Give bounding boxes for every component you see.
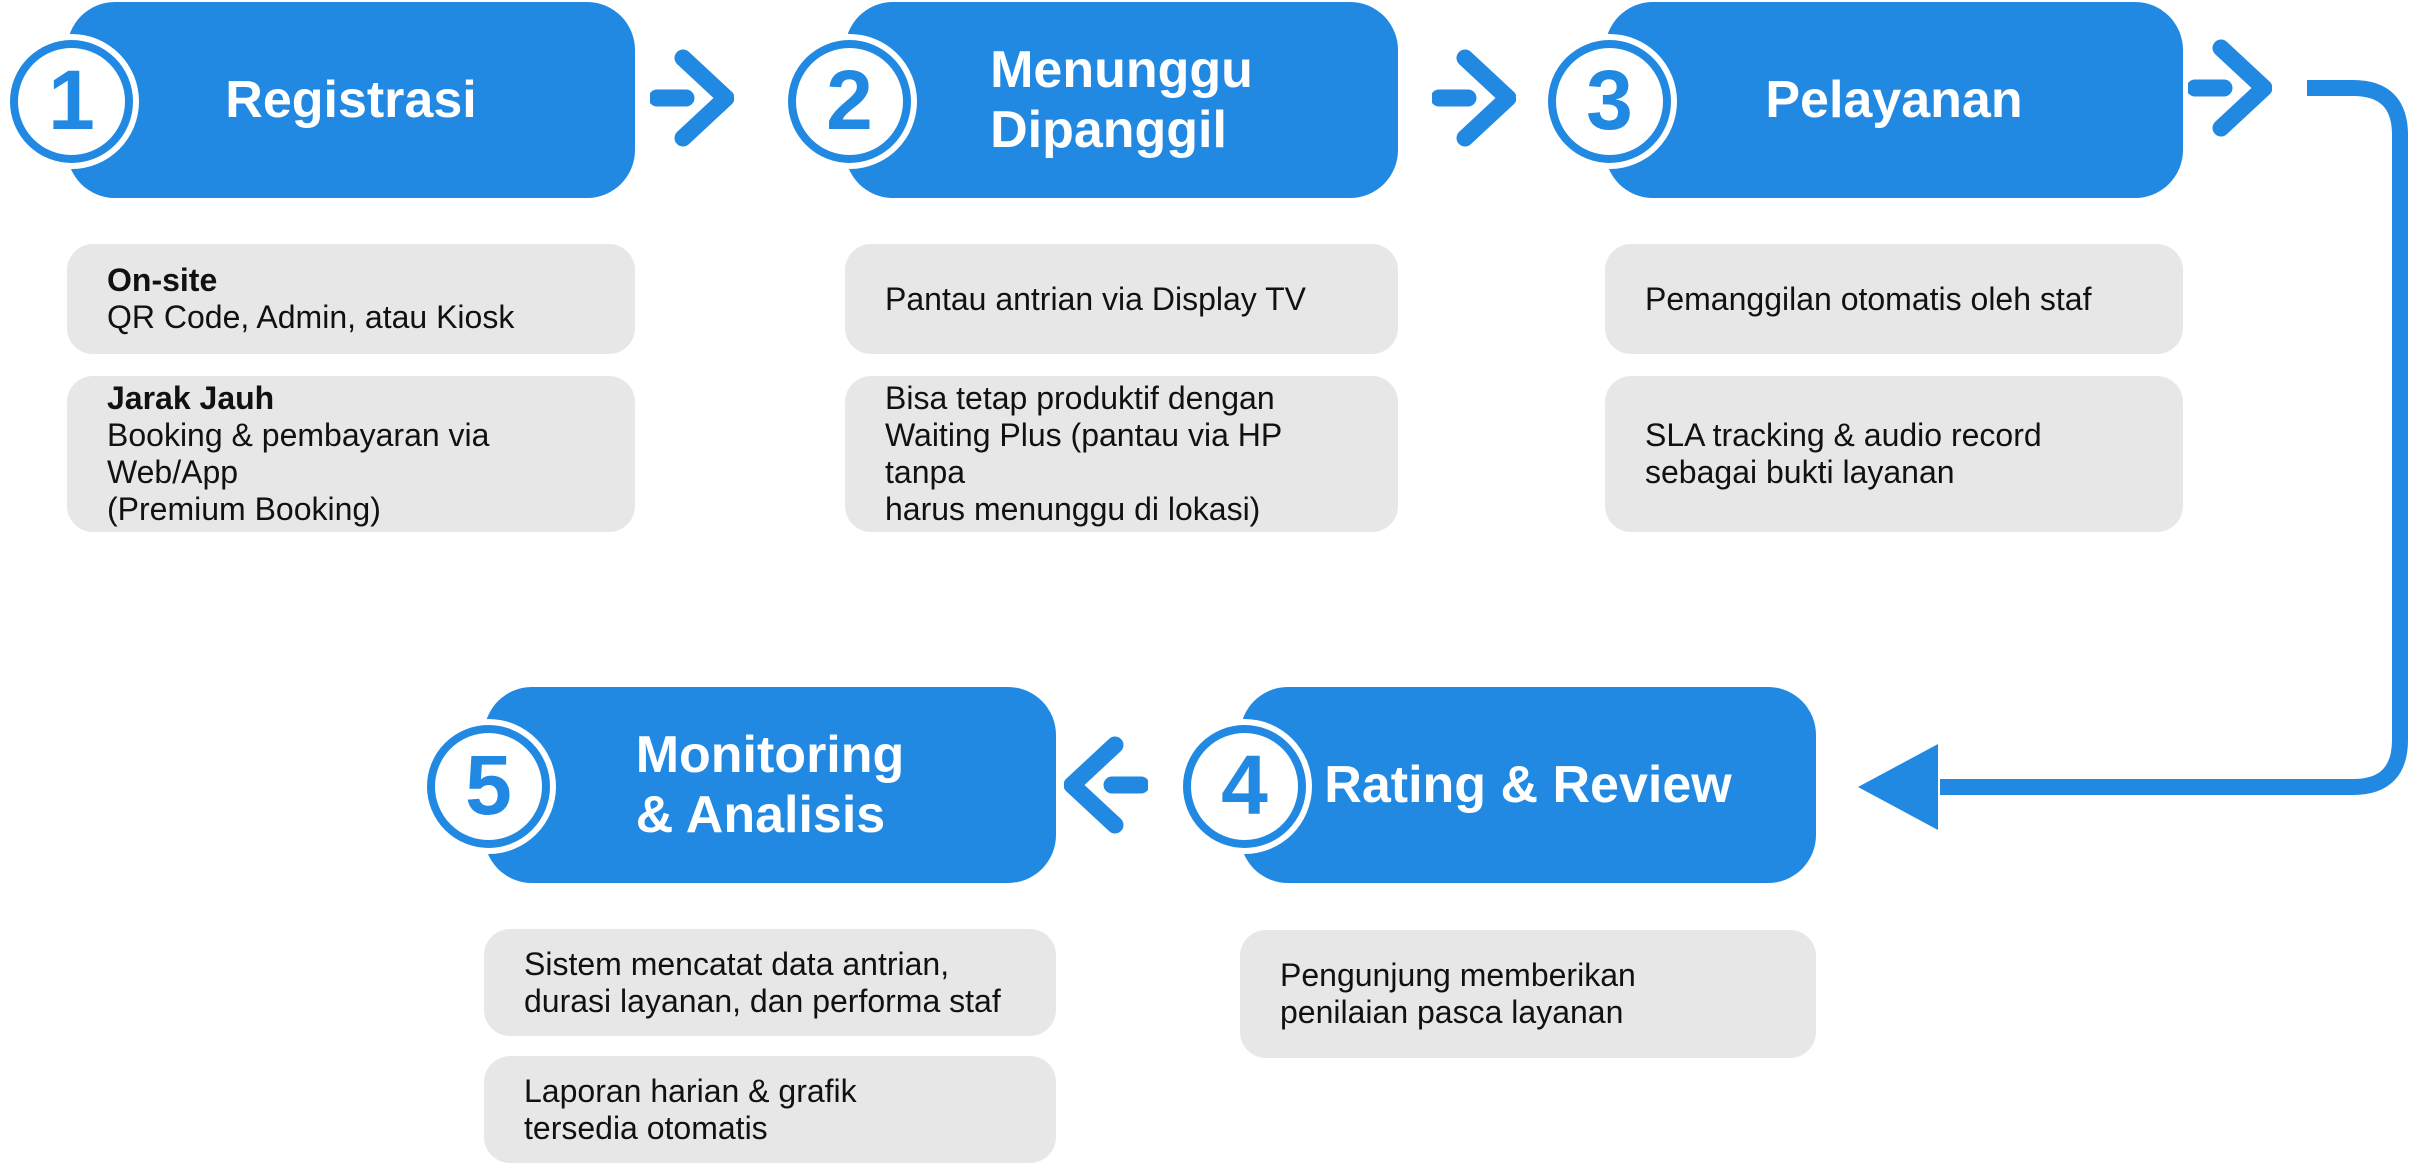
step-2-header: Menunggu Dipanggil <box>845 2 1398 198</box>
arrow-left-icon <box>1064 736 1148 834</box>
step-4-number-badge: 4 <box>1183 725 1306 848</box>
arrow-right-icon <box>1432 49 1516 147</box>
step-4-card-rating: Pengunjung memberikan penilaian pasca la… <box>1240 930 1816 1058</box>
step-3-number: 3 <box>1586 52 1633 147</box>
step-1-title: Registrasi <box>225 71 477 129</box>
card-body: Bisa tetap produktif dengan Waiting Plus… <box>885 380 1282 527</box>
step-2-number: 2 <box>826 52 873 147</box>
step-3-title: Pelayanan <box>1765 71 2023 129</box>
step-3-number-badge: 3 <box>1548 40 1671 163</box>
card-body: Booking & pembayaran via Web/App (Premiu… <box>107 417 490 527</box>
arrow-right-icon <box>2188 39 2272 137</box>
step-1-number: 1 <box>48 52 95 147</box>
step-3-card-sla: SLA tracking & audio record sebagai bukt… <box>1605 376 2183 532</box>
step-1-card-onsite: On-site QR Code, Admin, atau Kiosk <box>67 244 635 354</box>
step-4-title: Rating & Review <box>1324 756 1732 814</box>
step-5-header: Monitoring & Analisis <box>484 687 1056 883</box>
step-1-header: Registrasi <box>67 2 635 198</box>
step-4-header: Rating & Review <box>1240 687 1816 883</box>
arrow-right-icon <box>650 49 734 147</box>
step-5-card-records: Sistem mencatat data antrian, durasi lay… <box>484 929 1056 1036</box>
card-body: SLA tracking & audio record sebagai bukt… <box>1645 417 2042 490</box>
card-body: Pengunjung memberikan penilaian pasca la… <box>1280 957 1636 1030</box>
step-5-card-reports: Laporan harian & grafik tersedia otomati… <box>484 1056 1056 1163</box>
step-5-title: Monitoring & Analisis <box>635 726 905 844</box>
step-1-card-remote: Jarak Jauh Booking & pembayaran via Web/… <box>67 376 635 532</box>
step-4-number: 4 <box>1221 737 1268 832</box>
card-title: On-site <box>107 262 218 298</box>
step-5-number: 5 <box>465 737 512 832</box>
step-1-number-badge: 1 <box>10 40 133 163</box>
step-3-card-autocall: Pemanggilan otomatis oleh staf <box>1605 244 2183 354</box>
step-5-number-badge: 5 <box>427 725 550 848</box>
card-title: Jarak Jauh <box>107 380 275 416</box>
step-3-header: Pelayanan <box>1605 2 2183 198</box>
card-body: QR Code, Admin, atau Kiosk <box>107 299 515 335</box>
step-2-title: Menunggu Dipanggil <box>990 41 1253 159</box>
card-body: Pemanggilan otomatis oleh staf <box>1645 280 2092 317</box>
step-2-number-badge: 2 <box>788 40 911 163</box>
step-2-card-display: Pantau antrian via Display TV <box>845 244 1398 354</box>
card-body: Sistem mencatat data antrian, durasi lay… <box>524 945 1001 1019</box>
step-2-card-waiting-plus: Bisa tetap produktif dengan Waiting Plus… <box>845 376 1398 532</box>
card-body: Pantau antrian via Display TV <box>885 280 1306 317</box>
card-body: Laporan harian & grafik tersedia otomati… <box>524 1072 857 1146</box>
